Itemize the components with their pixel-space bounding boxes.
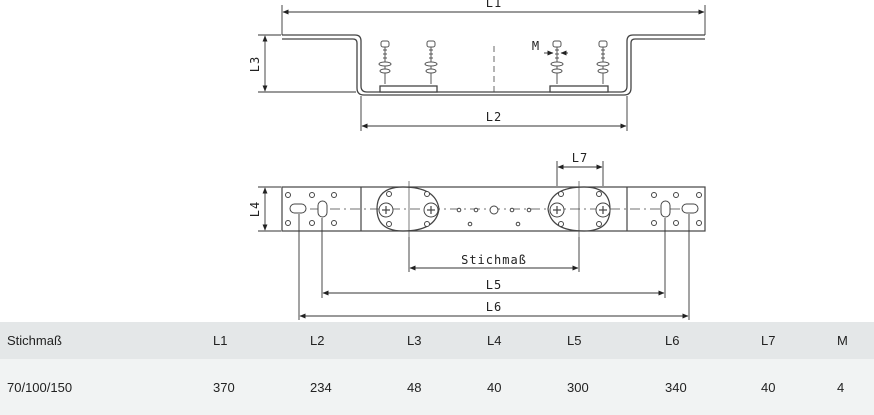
column-header: L6 [665,333,680,348]
table-cell: 40 [487,379,502,395]
table-row: 70/100/150 370 234 48 40 300 340 40 4 [0,359,874,415]
column-header: L3 [407,333,422,348]
dim-label-l4: L4 [248,201,262,217]
column-header: L5 [567,333,582,348]
table-header-row: Stichmaß L1 L2 L3 L4 L5 L6 L7 M [0,322,874,359]
table-cell: 48 [407,379,422,395]
column-header: L1 [213,333,228,348]
column-header: Stichmaß [7,333,62,348]
screw-crosses [382,206,607,214]
dim-label-l5: L5 [486,278,502,292]
dim-label-l1: L1 [486,0,502,10]
dim-label-stichmass: Stichmaß [461,253,527,267]
table-cell: 234 [310,379,332,395]
table-cell: 40 [761,379,776,395]
dim-label-l7: L7 [572,151,588,165]
table-cell: 300 [567,379,589,395]
table-cell: 70/100/150 [7,379,73,395]
dim-label-l6: L6 [486,300,502,314]
screws [378,40,610,84]
side-view [282,34,705,96]
column-header: L4 [487,333,502,348]
table-cell: 370 [213,379,235,395]
table-cell: 340 [665,379,687,395]
technical-drawing-svg: L1 L3 L2 M [247,0,706,320]
dimensions-table: Stichmaß L1 L2 L3 L4 L5 L6 L7 M 70/100/1… [0,322,874,415]
dim-label-l3: L3 [248,56,262,72]
column-header: M [837,333,848,348]
column-header: L2 [310,333,325,348]
dim-label-l2: L2 [486,110,502,124]
dim-label-m: M [532,39,540,53]
technical-drawing: L1 L3 L2 M [247,0,706,320]
table-cell: 4 [837,379,845,395]
column-header: L7 [761,333,776,348]
